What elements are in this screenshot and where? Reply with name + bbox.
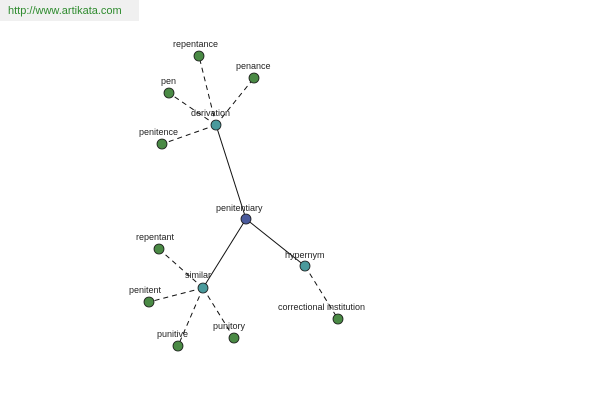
node-penitent[interactable] bbox=[143, 296, 155, 308]
edge-penitentiary-similar bbox=[202, 218, 247, 289]
label-repentant: repentant bbox=[136, 232, 175, 242]
edge-hypernym-correctional-institution bbox=[304, 265, 339, 320]
edge-derivation-pen bbox=[168, 92, 217, 126]
edge-derivation-repentance bbox=[198, 55, 217, 126]
label-similar: similar bbox=[185, 270, 211, 280]
label-repentance: repentance bbox=[173, 39, 218, 49]
node-hypernym[interactable] bbox=[299, 260, 311, 272]
node-pen[interactable] bbox=[163, 87, 175, 99]
watermark-link[interactable]: http://www.artikata.com bbox=[8, 5, 122, 17]
edge-penitentiary-derivation bbox=[215, 124, 247, 220]
label-correctional-institution: correctional institution bbox=[278, 302, 365, 312]
edge-derivation-penance bbox=[215, 77, 255, 126]
edge-similar-punitive bbox=[177, 287, 204, 347]
node-penitentiary[interactable] bbox=[240, 213, 252, 225]
edge-similar-repentant bbox=[158, 248, 204, 289]
label-penance: penance bbox=[236, 61, 271, 71]
node-punitive[interactable] bbox=[172, 340, 184, 352]
label-penitence: penitence bbox=[139, 127, 178, 137]
label-punitive: punitive bbox=[157, 329, 188, 339]
edge-similar-penitent bbox=[148, 287, 204, 303]
label-punitory: punitory bbox=[213, 321, 246, 331]
node-correctional-institution[interactable] bbox=[332, 313, 344, 325]
node-repentant[interactable] bbox=[153, 243, 165, 255]
edge-similar-punitory bbox=[202, 287, 235, 339]
label-hypernym: hypernym bbox=[285, 250, 325, 260]
edge-derivation-penitence bbox=[161, 124, 217, 145]
label-derivation: derivation bbox=[191, 108, 230, 118]
node-penitence[interactable] bbox=[156, 138, 168, 150]
label-penitentiary: penitentiary bbox=[216, 203, 263, 213]
node-derivation[interactable] bbox=[210, 119, 222, 131]
label-penitent: penitent bbox=[129, 285, 162, 295]
node-repentance[interactable] bbox=[193, 50, 205, 62]
node-similar[interactable] bbox=[197, 282, 209, 294]
node-punitory[interactable] bbox=[228, 332, 240, 344]
node-penance[interactable] bbox=[248, 72, 260, 84]
label-pen: pen bbox=[161, 76, 176, 86]
edge-penitentiary-hypernym bbox=[245, 218, 306, 267]
watermark-banner: http://www.artikata.com bbox=[0, 0, 139, 21]
